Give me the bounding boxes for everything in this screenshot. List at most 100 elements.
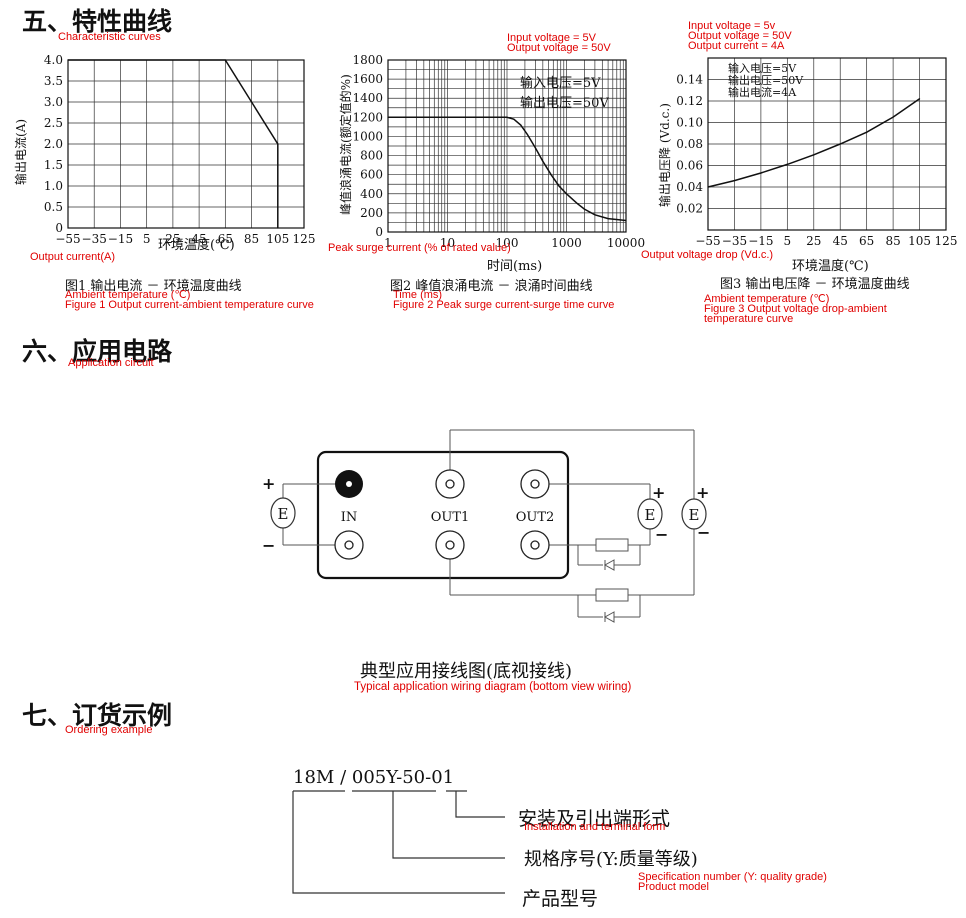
y-tick-label: 0.12 [676, 94, 703, 108]
fig2-legend-en-2: Output voltage = 50V [507, 42, 611, 54]
data-point [534, 147, 536, 149]
order-item3-en: Product model [638, 881, 709, 893]
data-point [625, 219, 627, 222]
y-tick-label: 600 [360, 168, 383, 182]
data-point [277, 227, 279, 229]
x-tick-label: 1 [384, 236, 392, 250]
y-tick-label: 1800 [352, 53, 383, 67]
x-tick-label: 125 [935, 234, 958, 248]
load2-diode-icon [603, 611, 615, 623]
y-tick-label: 1400 [352, 91, 383, 105]
fig3-xlabel: 环境温度(℃) [792, 259, 869, 274]
load1-resistor [595, 538, 629, 552]
order-item1: 安装及引出端形式 [518, 808, 671, 830]
fig1-xlabel: 环境温度(℃) [158, 238, 235, 253]
fig1-caption-en: Figure 1 Output current-ambient temperat… [65, 299, 314, 311]
order-item3: 产品型号 [522, 888, 599, 910]
legend-entry: 输出电压=50V [520, 95, 609, 111]
order-item1-en: Installation and terminal form [524, 821, 666, 833]
y-tick-label: 4.0 [44, 53, 63, 67]
x-tick-label: 5 [784, 234, 792, 248]
order-item2-en: Specification number (Y: quality grade) [638, 871, 827, 883]
data-point [918, 98, 921, 100]
section6-title-en: Application circuit [68, 357, 154, 369]
y-tick-label: 3.5 [44, 74, 63, 88]
pin-out2-label: OUT2 [516, 510, 555, 525]
fig3-ylabel-en: Output voltage drop (Vd.c.) [641, 249, 774, 261]
x-tick-label: 105 [266, 232, 289, 246]
y-tick-label: 1.0 [44, 179, 63, 193]
circuit-caption-en: Typical application wiring diagram (bott… [354, 681, 632, 693]
input-minus-sign: − [262, 536, 275, 555]
out1-plus-sign: + [696, 483, 709, 502]
out2-minus-sign: − [655, 525, 668, 544]
y-tick-label: 0.5 [44, 200, 63, 214]
data-point [594, 214, 596, 216]
module-body [316, 450, 570, 580]
data-point [520, 124, 522, 126]
fig3-caption-en-2: temperature curve [704, 313, 794, 325]
data-point [866, 131, 868, 133]
data-point [576, 202, 578, 204]
data-point [607, 218, 609, 220]
source-out1-label: E [689, 506, 700, 524]
data-point [542, 160, 544, 162]
data-point [550, 174, 552, 176]
fig2-plot-frame [387, 59, 627, 233]
x-tick-label: 125 [293, 232, 316, 246]
fig3-plot-frame [707, 57, 947, 231]
x-tick-label: 5 [143, 232, 151, 246]
data-point [526, 133, 528, 136]
fig3-caption: 图3 输出电压降 － 环境温度曲线 [720, 277, 910, 292]
data-point [67, 59, 69, 61]
y-tick-label: 800 [360, 149, 383, 163]
data-point [506, 116, 508, 118]
fig1-xlabel-en: Ambient temperature (℃) [65, 289, 191, 301]
data-point [224, 59, 226, 61]
module-pins [334, 469, 550, 560]
y-tick-label: 0.08 [676, 137, 703, 151]
data-point [558, 185, 560, 187]
circuit-caption: 典型应用接线图(底视接线) [360, 661, 573, 682]
data-point [760, 172, 762, 174]
x-tick-label: −35 [82, 232, 107, 246]
section7-title-en: Ordering example [65, 724, 153, 736]
pin-in-label: IN [341, 510, 358, 525]
load2-resistor [595, 588, 629, 602]
fig2-xlabel: 时间(ms) [487, 259, 543, 274]
section5-title-en: Characteristic curves [58, 31, 161, 43]
x-tick-label: 10000 [607, 236, 645, 250]
load1-diode-icon [603, 559, 615, 571]
x-tick-label: 1000 [551, 236, 582, 250]
x-tick-label: 65 [859, 234, 874, 248]
x-tick-label: −15 [748, 234, 773, 248]
fig1-caption: 图1 输出电流 － 环境温度曲线 [65, 279, 242, 294]
fig2-caption-en: Figure 2 Peak surge current-surge time c… [393, 299, 615, 311]
y-tick-label: 0 [375, 225, 383, 239]
x-tick-label: 100 [496, 236, 519, 250]
fig3-caption-en-1: Figure 3 Output voltage drop-ambient [704, 303, 887, 315]
input-plus-sign: + [262, 474, 275, 493]
section7-title: 七、订货示例 [22, 701, 173, 730]
data-point [839, 143, 841, 145]
order-item2: 规格序号(Y:质量等级) [524, 849, 698, 870]
source-out2-icon [637, 498, 663, 530]
data-point [565, 193, 568, 195]
data-point [277, 143, 279, 145]
y-tick-label: 3.0 [44, 95, 63, 109]
x-tick-label: 65 [218, 232, 233, 246]
x-tick-label: 45 [833, 234, 848, 248]
fig2-ylabel-en: Peak surge current (% of rated value) [328, 242, 511, 254]
x-tick-label: −15 [108, 232, 133, 246]
fig3-legend-en-1: Input voltage = 5v [688, 20, 776, 32]
y-tick-label: 1000 [352, 129, 383, 143]
y-tick-label: 2.5 [44, 116, 63, 130]
fig3-xlabel-en: Ambient temperature (℃) [704, 293, 830, 305]
x-tick-label: 85 [885, 234, 900, 248]
order-separator: / [340, 767, 347, 788]
